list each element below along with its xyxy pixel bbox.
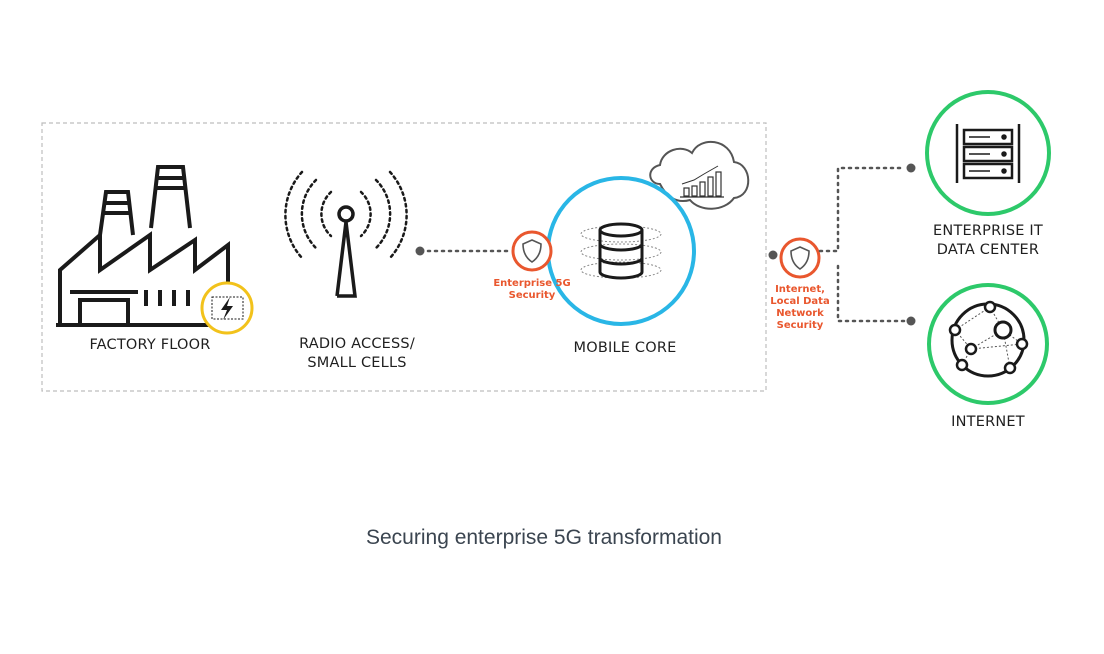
internet-security-label-line1: Internet, bbox=[775, 284, 825, 295]
datacenter-ring bbox=[925, 90, 1051, 216]
internet-security-label-line2: Local Data bbox=[770, 296, 830, 307]
shield-icon bbox=[790, 246, 810, 270]
radio-access-label: RADIO ACCESS/ SMALL CELLS bbox=[272, 335, 442, 373]
internet-ring bbox=[927, 283, 1049, 405]
radio-tower-icon bbox=[284, 170, 408, 298]
power-module bbox=[211, 296, 244, 320]
shield-icon bbox=[522, 239, 542, 263]
internet-security-label-line3: Network bbox=[776, 308, 824, 319]
figure-caption: Securing enterprise 5G transformation bbox=[365, 526, 722, 549]
enterprise-it-label-line2: DATA CENTER bbox=[936, 242, 1040, 258]
enterprise-boundary bbox=[41, 122, 767, 392]
internet-security-label-line4: Security bbox=[776, 320, 824, 331]
internet-security-ring bbox=[779, 237, 821, 279]
radio-access-label-line2: SMALL CELLS bbox=[307, 355, 407, 371]
server-rack-icon bbox=[955, 124, 1021, 183]
enterprise-5g-security-label: Enterprise 5G Security bbox=[482, 278, 582, 302]
internet-security-label: Internet, Local Data Network Security bbox=[755, 284, 845, 332]
enterprise-5g-security-label-line2: Security bbox=[508, 290, 556, 301]
network-globe-icon bbox=[948, 300, 1029, 378]
datacenter-connector-dot bbox=[906, 163, 916, 173]
enterprise-5g-security-ring bbox=[511, 230, 553, 272]
factory-icon bbox=[56, 165, 230, 327]
enterprise-it-label: ENTERPRISE IT DATA CENTER bbox=[908, 222, 1068, 260]
lightning-icon bbox=[221, 297, 233, 320]
internet-label: INTERNET bbox=[951, 414, 1025, 430]
factory-floor-label: FACTORY FLOOR bbox=[89, 337, 211, 353]
radio-access-label-line1: RADIO ACCESS/ bbox=[299, 336, 415, 352]
database-icon bbox=[580, 222, 662, 280]
branch-links bbox=[818, 166, 906, 323]
internet-connector-dot bbox=[906, 316, 916, 326]
mobile-core-label: MOBILE CORE bbox=[573, 340, 677, 356]
radio-connector-dot bbox=[415, 246, 425, 256]
enterprise-5g-security-label-line1: Enterprise 5G bbox=[493, 278, 571, 289]
enterprise-it-label-line1: ENTERPRISE IT bbox=[933, 223, 1043, 239]
cloud-analytics-icon bbox=[649, 140, 750, 210]
core-connector-dot bbox=[768, 250, 778, 260]
